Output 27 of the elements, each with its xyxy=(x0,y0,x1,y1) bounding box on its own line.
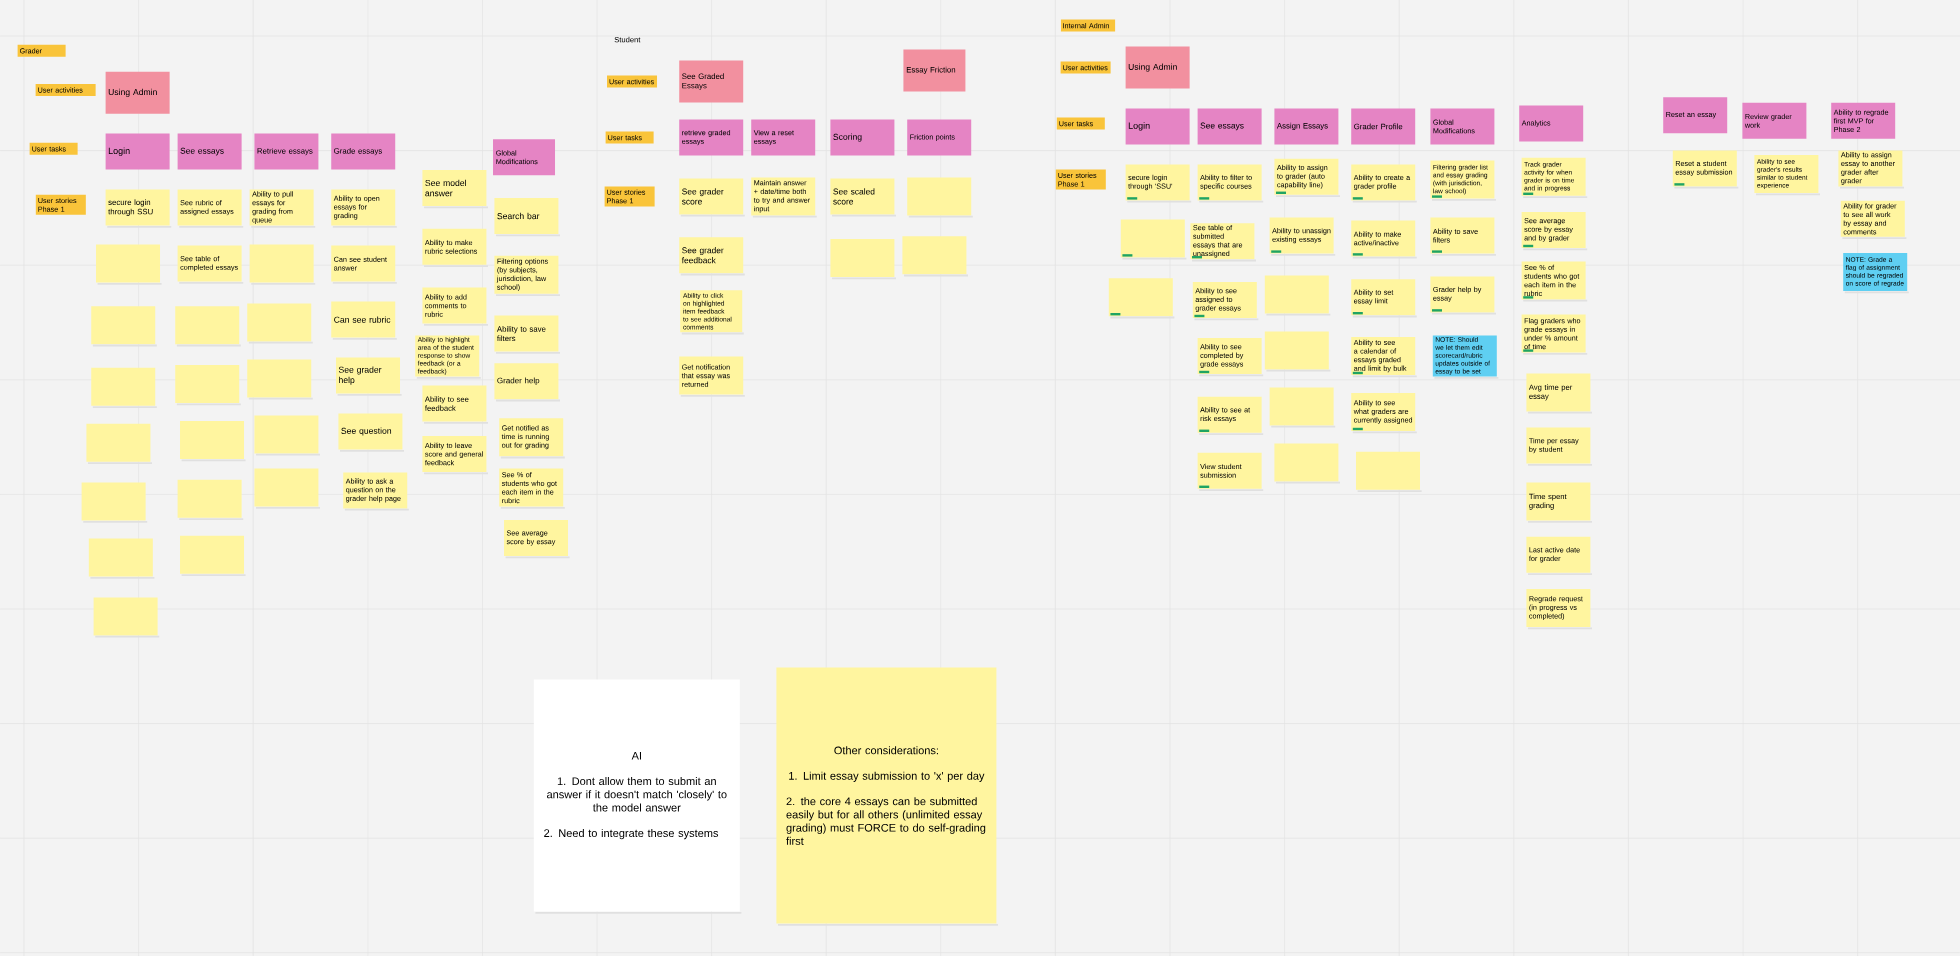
sticky-note xyxy=(247,303,313,344)
sticky-note xyxy=(175,365,241,406)
sticky-note xyxy=(254,468,320,509)
sticky-note xyxy=(88,538,155,579)
sticky-note xyxy=(247,359,313,400)
sticky-note xyxy=(1120,219,1187,260)
sticky-note xyxy=(180,421,246,462)
sticky-note xyxy=(177,479,244,520)
sticky-note xyxy=(91,306,157,347)
sticky-note xyxy=(907,177,973,218)
sticky-note xyxy=(1264,275,1331,316)
sticky-note xyxy=(830,239,896,280)
sticky-note xyxy=(902,236,968,277)
sticky-note xyxy=(254,415,320,456)
sticky-note xyxy=(91,367,157,408)
sticky-note xyxy=(180,535,246,576)
sticky-note xyxy=(1264,331,1331,372)
sticky-note xyxy=(86,423,152,464)
sticky-note xyxy=(1356,451,1422,492)
sticky-note xyxy=(1108,278,1175,319)
sticky-note xyxy=(249,244,316,285)
sticky-note xyxy=(81,482,148,523)
sticky-note xyxy=(93,597,160,638)
sticky-note xyxy=(1274,443,1340,484)
sticky-note xyxy=(96,244,162,285)
sticky-note xyxy=(175,306,241,347)
sticky-note xyxy=(1269,387,1336,428)
